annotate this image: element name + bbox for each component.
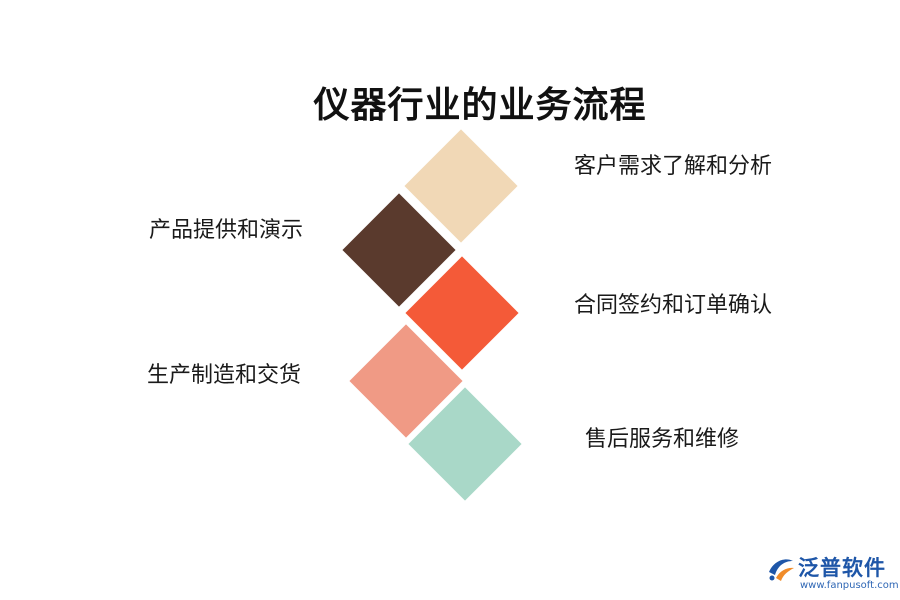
step-1-label: 客户需求了解和分析 — [574, 154, 773, 179]
logo-swoosh — [769, 559, 793, 575]
diagram-title: 仪器行业的业务流程 — [313, 84, 647, 126]
step-3-label: 合同签约和订单确认 — [574, 293, 773, 318]
step-4-label: 生产制造和交货 — [147, 363, 302, 388]
logo-accent — [776, 567, 794, 581]
step-5-label: 售后服务和维修 — [585, 427, 740, 452]
step-2-label: 产品提供和演示 — [149, 218, 304, 243]
fanpu-logo-icon — [769, 559, 794, 581]
brand-logo: 泛普软件 www.fanpusoft.com — [766, 552, 899, 592]
logo-url: www.fanpusoft.com — [800, 580, 899, 591]
logo-name: 泛普软件 — [798, 556, 886, 580]
logo-dot — [769, 575, 775, 581]
